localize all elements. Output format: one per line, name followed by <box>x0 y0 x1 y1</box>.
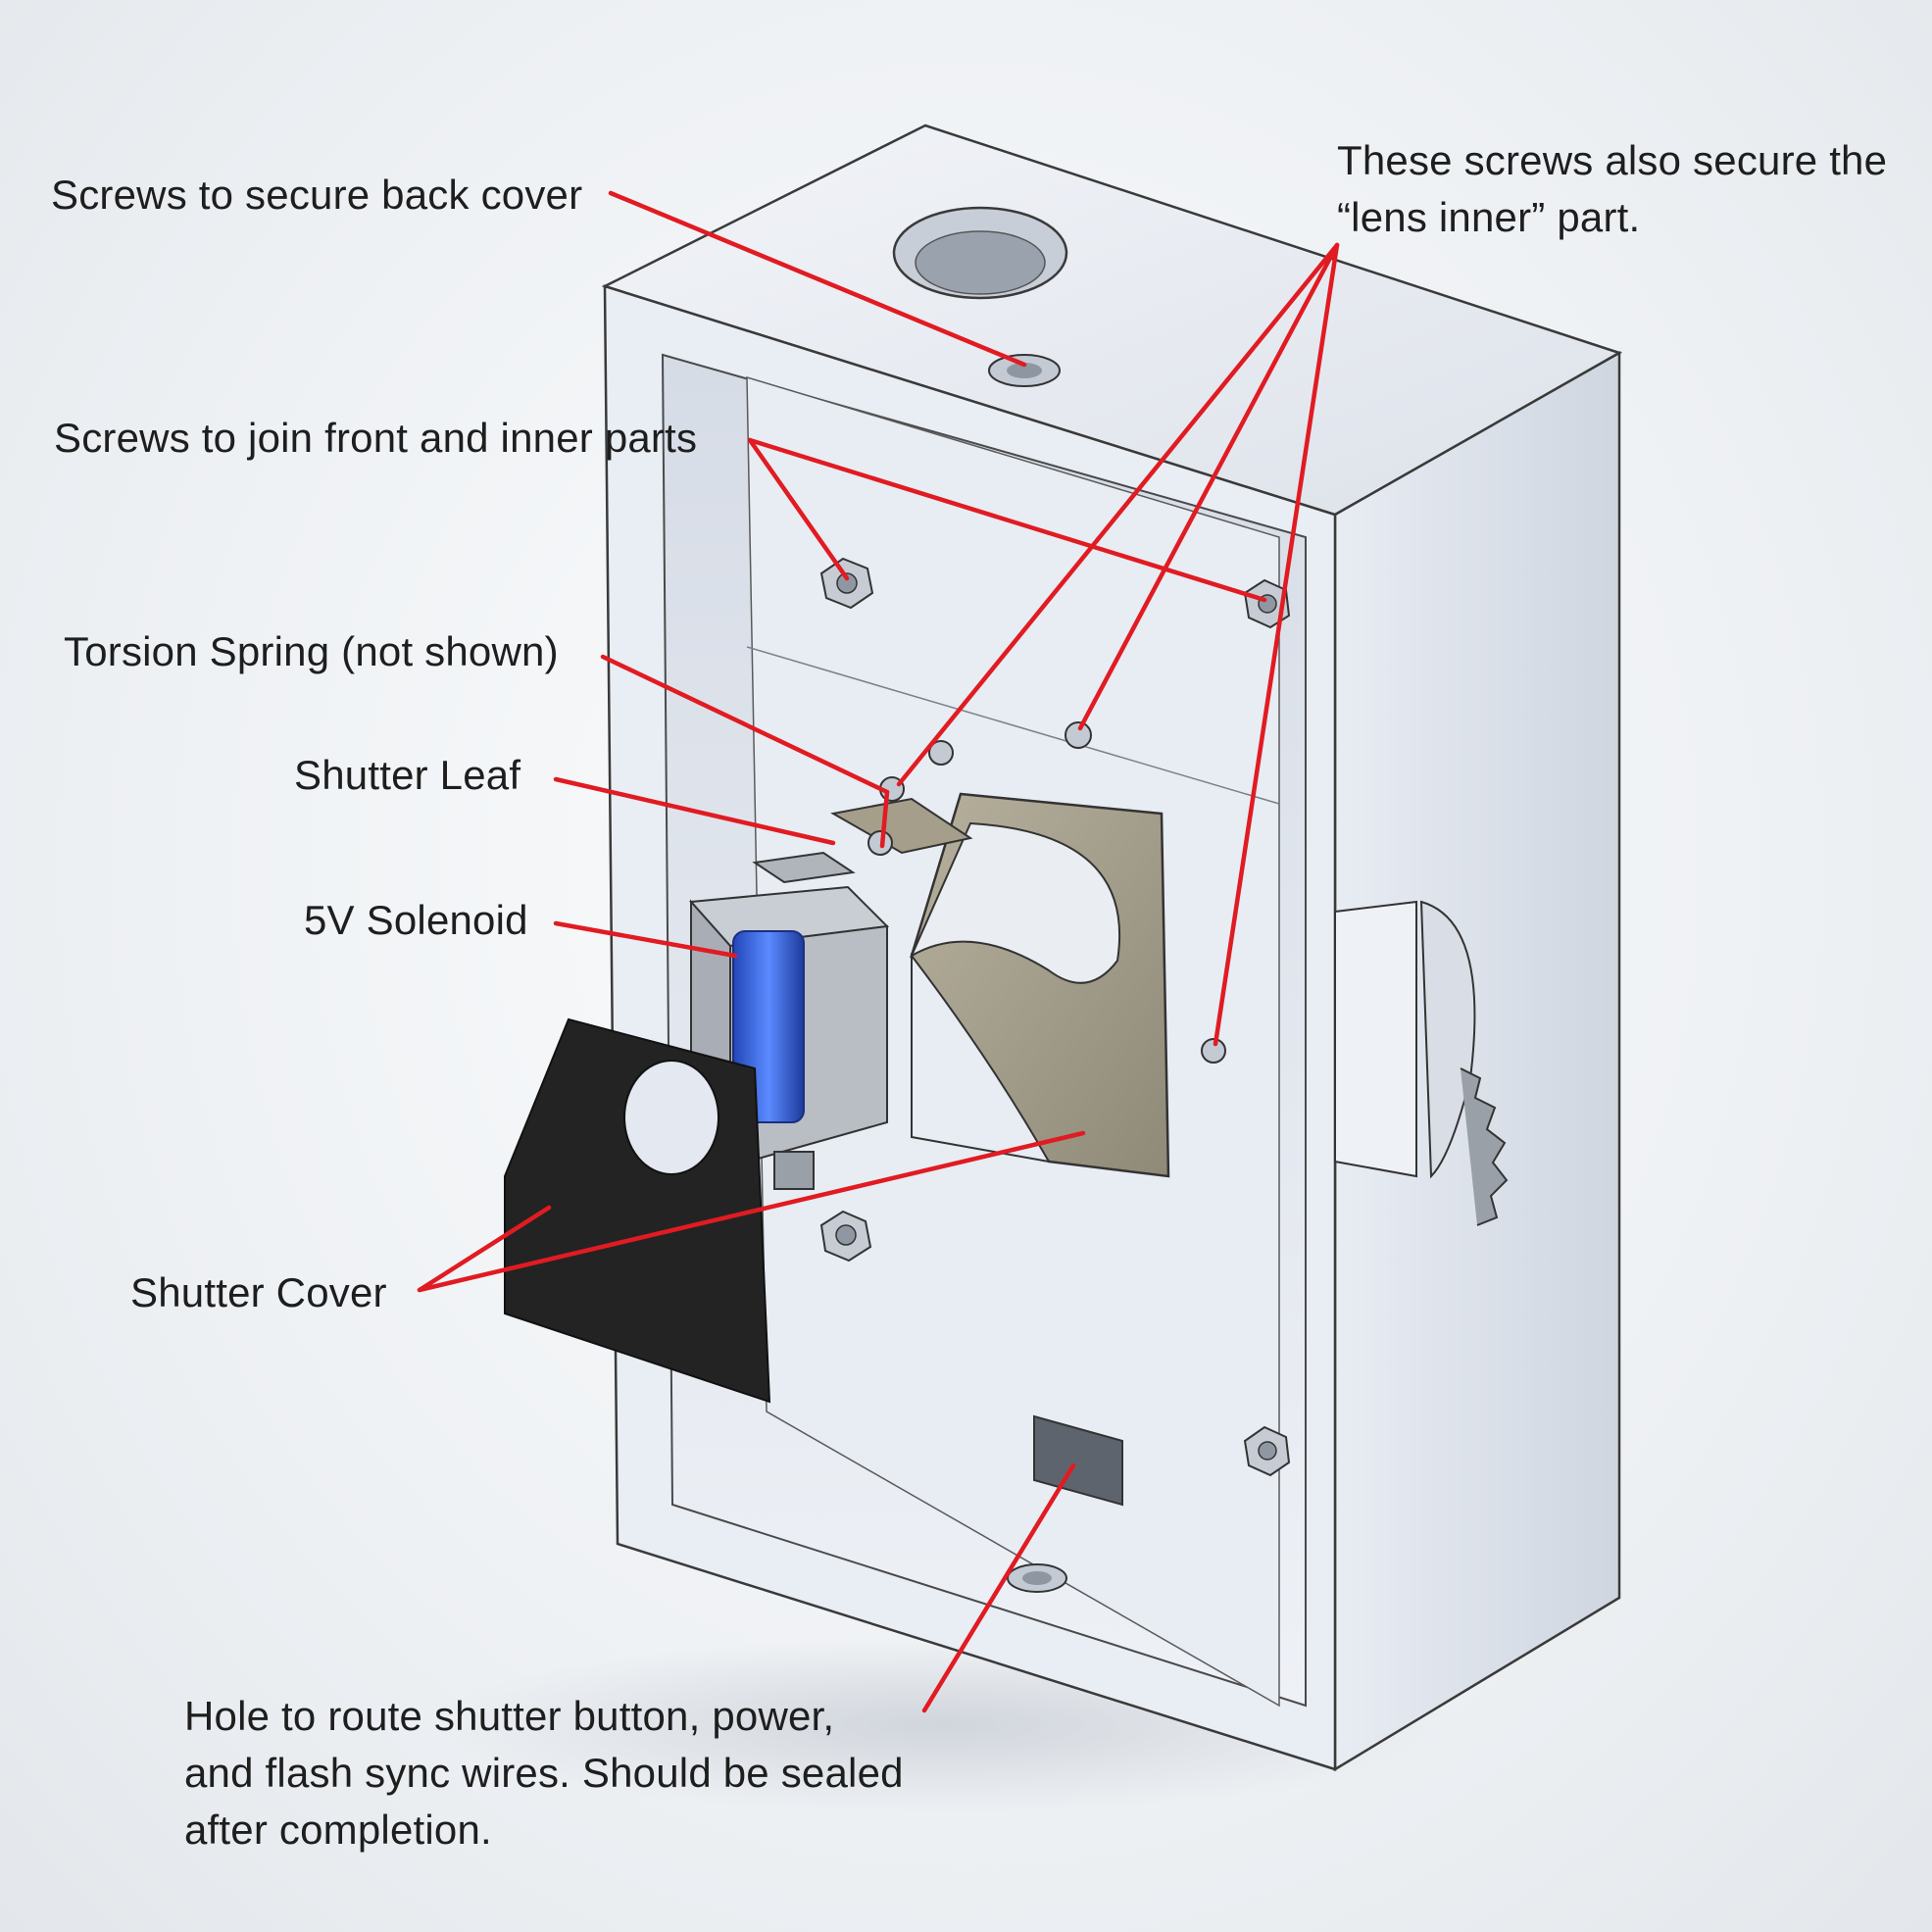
shutter-cover-icon <box>504 1017 771 1404</box>
gear-knob-icon <box>1334 900 1509 1226</box>
label-back-cover-screws: Screws to secure back cover <box>51 172 583 218</box>
leader-torsion <box>600 654 890 795</box>
hex-nut-icon <box>819 1210 872 1263</box>
screw-icon <box>867 830 893 856</box>
leader-lens-inner-3 <box>1213 242 1340 1047</box>
shutter-leaf-icon <box>830 792 1170 1178</box>
label-torsion-spring: Torsion Spring (not shown) <box>64 628 559 674</box>
screw-icon <box>988 354 1061 387</box>
inner-plate-edge <box>746 646 1280 805</box>
leader-lines <box>417 190 1340 1713</box>
screw-icon <box>928 740 954 766</box>
screw-icon <box>1201 1038 1226 1064</box>
leader-wire-hole <box>921 1462 1076 1713</box>
screw-icon <box>1007 1563 1067 1593</box>
label-solenoid: 5V Solenoid <box>304 897 528 943</box>
label-join-screws: Screws to join front and inner parts <box>54 415 698 461</box>
lens-hole-inner <box>915 230 1046 295</box>
leader-leaf-2 <box>879 789 890 849</box>
screw-icon <box>1065 721 1092 749</box>
leader-lens-inner-1 <box>1077 242 1340 731</box>
label-lens-inner-screws: These screws also secure the “lens inner… <box>1337 137 1888 240</box>
leader-cover-2 <box>417 1130 1086 1293</box>
leader-join-1 <box>747 437 850 581</box>
hex-nut-icon <box>819 557 874 610</box>
label-shutter-leaf: Shutter Leaf <box>294 752 521 798</box>
hex-nut-icon <box>1243 1425 1291 1477</box>
label-shutter-cover: Shutter Cover <box>130 1269 387 1315</box>
leader-leaf <box>553 776 836 846</box>
leader-cover-1 <box>417 1205 552 1293</box>
wire-hole <box>1033 1414 1123 1507</box>
solenoid-icon <box>688 851 890 1190</box>
label-wire-hole: Hole to route shutter button, power, and… <box>184 1693 904 1853</box>
leader-join-2 <box>747 437 1267 603</box>
leader-back-cover <box>608 190 1027 368</box>
leader-lens-inner-2 <box>896 242 1340 787</box>
leader-solenoid <box>553 920 738 959</box>
